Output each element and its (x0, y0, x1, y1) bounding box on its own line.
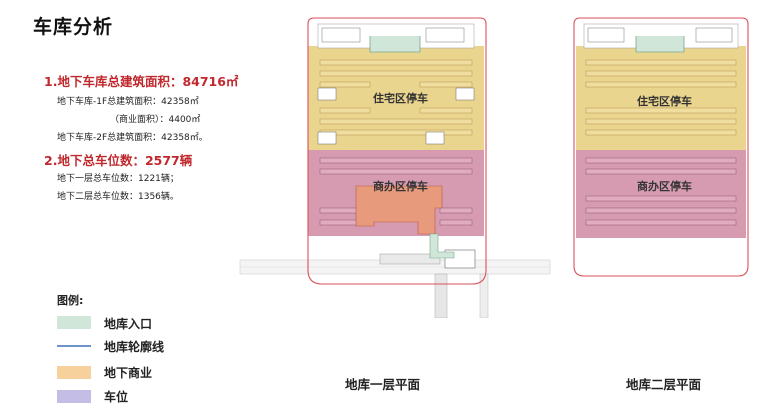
b1-plan-title: 地库一层平面 (345, 377, 421, 392)
b2-floor-plan (573, 17, 749, 277)
b1-residential-label: 住宅区停车 (373, 92, 428, 105)
b1-floor-plan (239, 17, 551, 318)
b2-spaces-line: 地下二层总车位数：1356辆。 (57, 192, 179, 202)
legend-label-parking: 车位 (104, 390, 129, 404)
total-spaces-heading: 2.地下总车位数：2577辆 (44, 153, 193, 168)
b1-spaces-line: 地下一层总车位数：1221辆； (57, 174, 179, 184)
b2-commercial-label: 商办区停车 (637, 180, 692, 193)
b1-outline (307, 17, 487, 285)
legend-swatch-outline (57, 345, 91, 347)
b2-outline (573, 17, 749, 277)
total-area-heading: 1.地下车库总建筑面积：84716㎡ (44, 74, 239, 89)
legend-swatch-parking (57, 390, 91, 403)
legend-swatch-commercial (57, 366, 91, 379)
legend-label-commercial: 地下商业 (104, 366, 153, 380)
legend-label-entrance: 地库入口 (104, 317, 153, 331)
b2-residential-label: 住宅区停车 (637, 95, 692, 108)
page-title: 车库分析 (33, 16, 114, 38)
legend-title: 图例: (57, 294, 84, 307)
legend-swatch-entrance (57, 316, 91, 329)
b1-commercial-label: 商办区停车 (373, 180, 428, 193)
legend-label-outline: 地库轮廓线 (104, 340, 165, 354)
b1-commercial-space (355, 185, 443, 235)
b1-area-line: 地下车库-1F总建筑面积：42358㎡ (57, 97, 199, 107)
commercial-area-line: （商业面积）：4400㎡ (110, 115, 201, 125)
b2-area-line: 地下车库-2F总建筑面积：42358㎡。 (57, 133, 208, 143)
b2-plan-title: 地库二层平面 (626, 377, 702, 392)
